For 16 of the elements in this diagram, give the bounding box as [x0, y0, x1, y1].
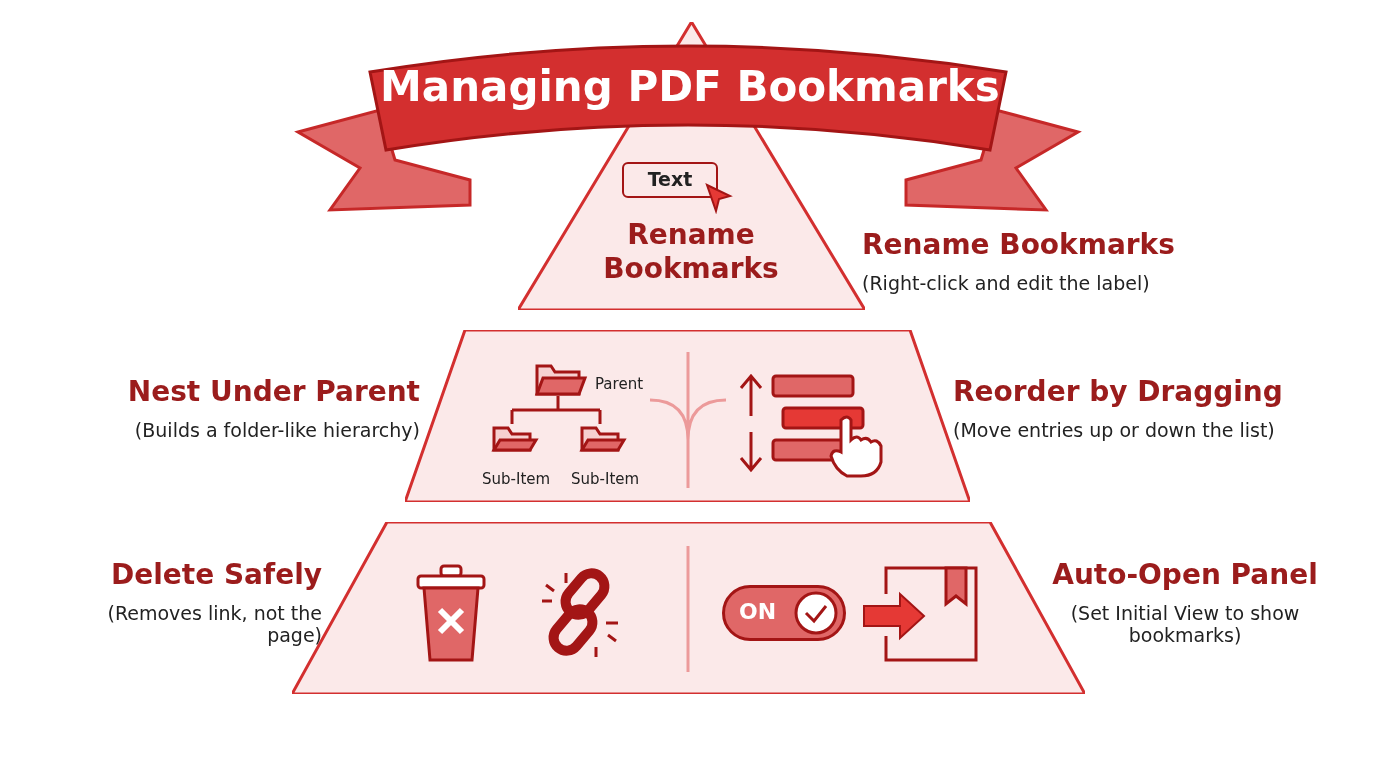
toggle-switch: ON	[722, 585, 846, 641]
side-description: (Removes link, not the page)	[106, 602, 322, 646]
folder-label: Sub-Item	[571, 470, 640, 488]
side-heading: Nest Under Parent	[126, 375, 420, 408]
tier-heading: Rename Bookmarks	[602, 218, 780, 286]
side-description: (Move entries up or down the list)	[953, 419, 1276, 441]
banner-title: Managing PDF Bookmarks	[380, 62, 996, 111]
side-heading: Reorder by Dragging	[953, 375, 1284, 408]
side-description: (Builds a folder-like hierarchy)	[133, 419, 420, 441]
side-description: (Set Initial View to show bookmarks)	[1069, 602, 1301, 646]
side-heading: Rename Bookmarks	[862, 228, 1176, 261]
folder-label: Parent	[595, 375, 644, 393]
folder-label: Sub-Item	[482, 470, 551, 488]
side-heading: Auto-Open Panel	[1051, 558, 1319, 591]
side-description: (Right-click and edit the label)	[862, 272, 1151, 294]
side-heading: Delete Safely	[109, 558, 322, 591]
